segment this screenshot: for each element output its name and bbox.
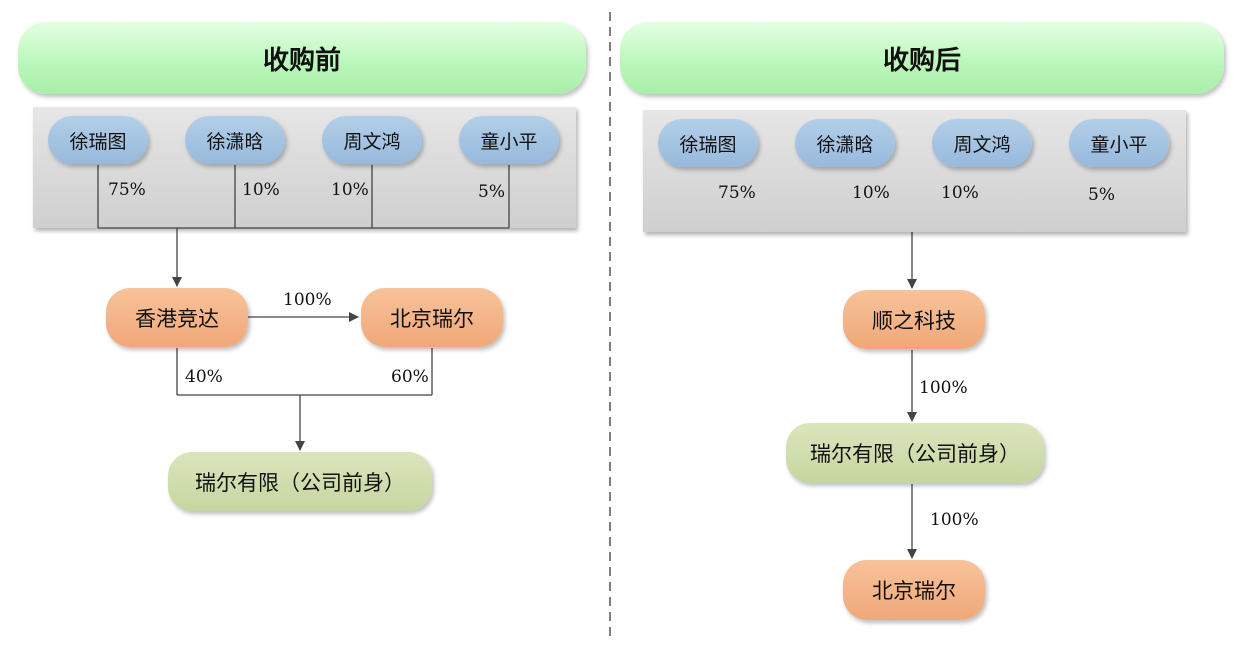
left-shareholder-4: 童小平	[459, 116, 559, 164]
right-panel-title: 收购后	[620, 22, 1224, 94]
left-shareholder-1: 徐瑞图	[48, 116, 148, 164]
right-pct-3: 10%	[941, 183, 979, 203]
right-shunzhi-node: 顺之科技	[843, 290, 985, 349]
right-shareholder-4: 童小平	[1069, 119, 1169, 167]
left-pct-2: 10%	[242, 180, 280, 200]
right-shunzhi-to-ruier-pct: 100%	[919, 378, 968, 398]
left-pct-3: 10%	[331, 180, 369, 200]
right-pct-1: 75%	[718, 183, 756, 203]
left-shareholder-3: 周文鸿	[322, 116, 422, 164]
right-pct-2: 10%	[852, 183, 890, 203]
left-hk-to-ruier-pct: 40%	[185, 367, 223, 387]
left-bj-to-ruier-pct: 60%	[391, 367, 429, 387]
left-hk-node: 香港竞达	[106, 288, 248, 347]
left-pct-4: 5%	[478, 182, 505, 202]
left-ruier-node: 瑞尔有限（公司前身）	[168, 452, 432, 511]
right-shareholder-1: 徐瑞图	[658, 119, 758, 167]
left-pct-1: 75%	[108, 180, 146, 200]
right-ruier-to-bj-pct: 100%	[930, 510, 979, 530]
right-shareholder-2: 徐潇晗	[795, 119, 895, 167]
left-panel-title: 收购前	[18, 22, 586, 94]
left-bj-node: 北京瑞尔	[361, 288, 503, 347]
left-shareholder-2: 徐潇晗	[185, 116, 285, 164]
left-hk-to-bj-pct: 100%	[283, 290, 332, 310]
right-ruier-node: 瑞尔有限（公司前身）	[786, 423, 1044, 483]
right-pct-4: 5%	[1088, 185, 1115, 205]
right-shareholder-3: 周文鸿	[932, 119, 1032, 167]
right-bj-node: 北京瑞尔	[843, 560, 985, 620]
